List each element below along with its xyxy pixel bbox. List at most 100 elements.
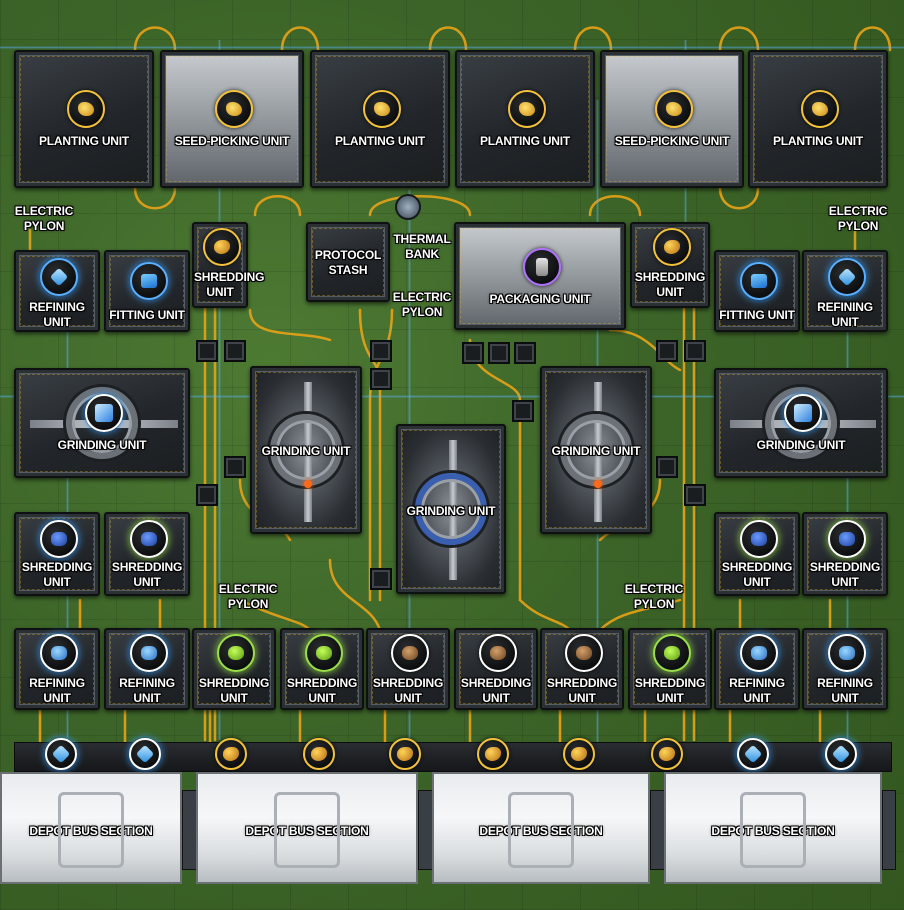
shredding-unit-bottom-5[interactable]: SHREDDING UNIT bbox=[540, 628, 624, 710]
machine-label: SEED-PICKING UNIT bbox=[614, 134, 730, 148]
ore-icon[interactable] bbox=[477, 738, 509, 770]
machine-label: SHREDDING UNIT bbox=[546, 676, 618, 705]
crystal-icon bbox=[40, 634, 78, 672]
refining-unit-bottom-4[interactable]: REFINING UNIT bbox=[802, 628, 888, 710]
belt-port[interactable] bbox=[224, 340, 246, 362]
ore-icon[interactable] bbox=[651, 738, 683, 770]
machine-label: GRINDING UNIT bbox=[756, 438, 846, 452]
depot-connector bbox=[882, 790, 896, 870]
belt-port[interactable] bbox=[684, 340, 706, 362]
seed-icon bbox=[801, 90, 839, 128]
shredding-unit-top-right[interactable]: SHREDDING UNIT bbox=[630, 222, 710, 308]
component-icon bbox=[740, 262, 778, 300]
shredding-unit-top-left[interactable]: SHREDDING UNIT bbox=[192, 222, 264, 308]
shredding-unit-row-1[interactable]: SHREDDING UNIT bbox=[14, 512, 100, 596]
belt-port[interactable] bbox=[370, 368, 392, 390]
seed-icon bbox=[67, 90, 105, 128]
shredding-unit-bottom-4[interactable]: SHREDDING UNIT bbox=[454, 628, 538, 710]
crystal-icon[interactable] bbox=[825, 738, 857, 770]
refining-unit-bottom-2[interactable]: REFINING UNIT bbox=[104, 628, 190, 710]
protocol-stash[interactable]: PROTOCOL STASH bbox=[306, 222, 390, 302]
planting-unit-4[interactable]: PLANTING UNIT bbox=[748, 50, 888, 188]
machine-label: REFINING UNIT bbox=[729, 676, 785, 705]
shredding-unit-bottom-6[interactable]: SHREDDING UNIT bbox=[628, 628, 712, 710]
grinding-unit-left-small[interactable]: GRINDING UNIT bbox=[14, 368, 190, 478]
machine-label: SHREDDING UNIT bbox=[21, 560, 93, 589]
ore-icon[interactable] bbox=[303, 738, 335, 770]
belt-port[interactable] bbox=[370, 340, 392, 362]
shredding-unit-bottom-3[interactable]: SHREDDING UNIT bbox=[366, 628, 450, 710]
belt-port[interactable] bbox=[684, 484, 706, 506]
depot-bus-section-3[interactable]: DEPOT BUS SECTION bbox=[432, 772, 650, 884]
shredding-unit-row-4[interactable]: SHREDDING UNIT bbox=[802, 512, 888, 596]
packaging-unit[interactable]: PACKAGING UNIT bbox=[454, 222, 626, 330]
green-ore-icon bbox=[653, 634, 691, 672]
seed-icon bbox=[215, 90, 253, 128]
machine-label: SHREDDING UNIT bbox=[460, 676, 532, 705]
electric-pylon-label: ELECTRIC PYLON bbox=[392, 290, 452, 319]
seed-picking-unit-1[interactable]: SEED-PICKING UNIT bbox=[160, 50, 304, 188]
shredding-unit-bottom-1[interactable]: SHREDDING UNIT bbox=[192, 628, 276, 710]
belt-port[interactable] bbox=[656, 340, 678, 362]
machine-label: PROTOCOL STASH bbox=[314, 248, 382, 277]
grinding-unit-left-big[interactable]: GRINDING UNIT bbox=[250, 366, 362, 534]
grinding-unit-center[interactable]: GRINDING UNIT bbox=[396, 424, 506, 594]
power-beam bbox=[66, 250, 69, 740]
machine-label: GRINDING UNIT bbox=[551, 444, 641, 458]
seed-picking-unit-2[interactable]: SEED-PICKING UNIT bbox=[600, 50, 744, 188]
package-icon bbox=[523, 248, 561, 286]
machine-label: GRINDING UNIT bbox=[261, 444, 351, 458]
belt-port[interactable] bbox=[224, 456, 246, 478]
crystal-icon[interactable] bbox=[45, 738, 77, 770]
shredding-unit-row-3[interactable]: SHREDDING UNIT bbox=[714, 512, 800, 596]
machine-label: PLANTING UNIT bbox=[334, 134, 426, 148]
grinder-dial bbox=[765, 387, 837, 459]
power-beam bbox=[0, 46, 904, 49]
brown-ore-icon bbox=[479, 634, 517, 672]
planting-unit-2[interactable]: PLANTING UNIT bbox=[310, 50, 450, 188]
depot-bus-section-2[interactable]: DEPOT BUS SECTION bbox=[196, 772, 418, 884]
shredding-unit-bottom-2[interactable]: SHREDDING UNIT bbox=[280, 628, 364, 710]
planting-unit-1[interactable]: PLANTING UNIT bbox=[14, 50, 154, 188]
ore-icon[interactable] bbox=[215, 738, 247, 770]
machine-label: REFINING UNIT bbox=[29, 300, 85, 329]
dark-ore-icon bbox=[130, 520, 168, 558]
crystal-icon[interactable] bbox=[737, 738, 769, 770]
depot-bus-section-1[interactable]: DEPOT BUS SECTION bbox=[0, 772, 182, 884]
belt-port[interactable] bbox=[656, 456, 678, 478]
shredding-unit-row-2[interactable]: SHREDDING UNIT bbox=[104, 512, 190, 596]
refining-unit-bottom-3[interactable]: REFINING UNIT bbox=[714, 628, 800, 710]
grinding-unit-right-big[interactable]: GRINDING UNIT bbox=[540, 366, 652, 534]
machine-label: SHREDDING UNIT bbox=[721, 560, 793, 589]
dark-ore-icon bbox=[40, 520, 78, 558]
planting-unit-3[interactable]: PLANTING UNIT bbox=[455, 50, 595, 188]
ore-icon[interactable] bbox=[389, 738, 421, 770]
refining-unit-left[interactable]: REFINING UNIT bbox=[14, 250, 100, 332]
belt-port[interactable] bbox=[196, 340, 218, 362]
grinder-dial bbox=[66, 387, 138, 459]
belt-port[interactable] bbox=[514, 342, 536, 364]
machine-label: SHREDDING UNIT bbox=[198, 676, 270, 705]
cube-icon bbox=[784, 394, 822, 432]
belt-port[interactable] bbox=[196, 484, 218, 506]
belt-port[interactable] bbox=[512, 400, 534, 422]
pylon-icon[interactable] bbox=[395, 194, 421, 220]
refining-unit-right[interactable]: REFINING UNIT bbox=[802, 250, 888, 332]
refining-unit-bottom-1[interactable]: REFINING UNIT bbox=[14, 628, 100, 710]
belt-port[interactable] bbox=[370, 568, 392, 590]
belt-port[interactable] bbox=[462, 342, 484, 364]
fitting-unit-right[interactable]: FITTING UNIT bbox=[714, 250, 800, 332]
green-ore-icon bbox=[217, 634, 255, 672]
thermal-bank-label: THERMAL BANK bbox=[393, 232, 451, 261]
status-light bbox=[594, 480, 602, 488]
depot-bus-section-4[interactable]: DEPOT BUS SECTION bbox=[664, 772, 882, 884]
grinding-unit-right-small[interactable]: GRINDING UNIT bbox=[714, 368, 888, 478]
crystal-icon[interactable] bbox=[129, 738, 161, 770]
fitting-unit-left[interactable]: FITTING UNIT bbox=[104, 250, 190, 332]
machine-label: GRINDING UNIT bbox=[57, 438, 147, 452]
crystal-icon bbox=[130, 634, 168, 672]
ore-icon[interactable] bbox=[563, 738, 595, 770]
seed-icon bbox=[655, 90, 693, 128]
belt-port[interactable] bbox=[488, 342, 510, 364]
